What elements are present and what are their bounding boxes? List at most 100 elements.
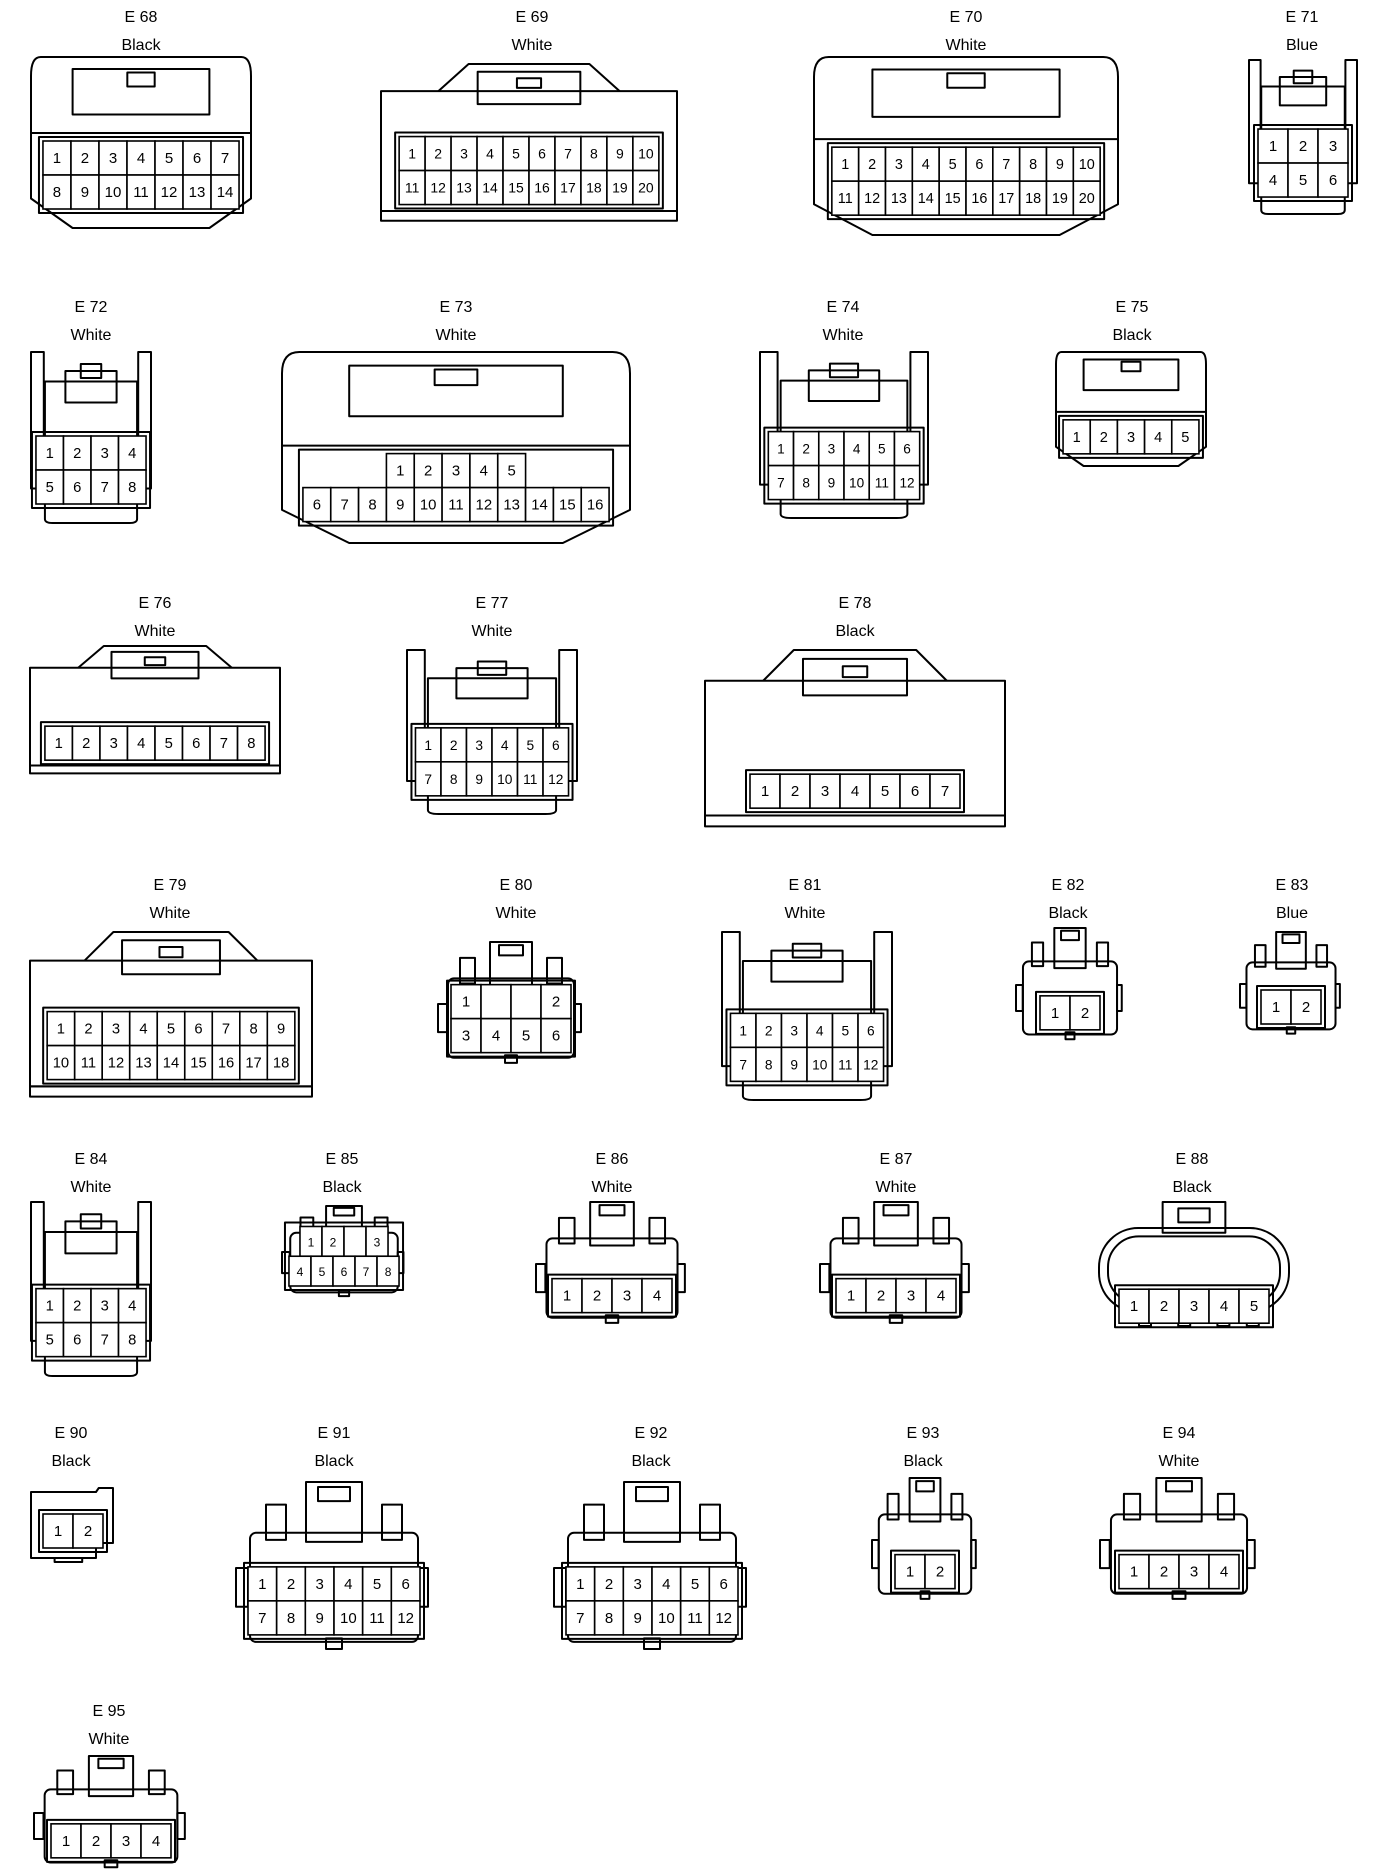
pin-number: 2 <box>73 1299 81 1315</box>
connector-color-e75: Black <box>1112 327 1152 344</box>
pin-number: 1 <box>62 1833 70 1850</box>
pin-cell <box>343 1225 367 1258</box>
pin-number: 10 <box>638 146 654 162</box>
pin-number: 6 <box>193 150 201 167</box>
pin-cell <box>1018 146 1048 182</box>
pin-number: 5 <box>46 1333 54 1349</box>
pin-number: 17 <box>560 180 576 196</box>
pin-cell <box>835 1277 867 1314</box>
pin-cell <box>641 1277 673 1314</box>
pin-number: 1 <box>46 1299 54 1315</box>
pin-cell <box>390 1600 421 1636</box>
pin-number: 11 <box>838 1057 852 1072</box>
pin-cell <box>35 469 65 505</box>
pin-cell <box>552 486 583 523</box>
pin-cell <box>1062 419 1092 455</box>
pin-number: 9 <box>277 1022 285 1038</box>
pin-cell <box>465 761 493 797</box>
connector-id-e94: E 94 <box>1162 1425 1196 1442</box>
pin-cell <box>50 1823 82 1859</box>
pin-cell <box>182 174 212 210</box>
pin-number: 11 <box>838 191 853 207</box>
pin-number: 7 <box>221 150 229 167</box>
pin-number: 3 <box>101 446 109 462</box>
pin-number: 2 <box>1081 1005 1089 1022</box>
pin-cell <box>895 1277 927 1314</box>
pin-number: 2 <box>936 1564 944 1581</box>
pin-number: 11 <box>687 1610 703 1627</box>
connector-color-e73: White <box>435 327 477 344</box>
pin-cell <box>843 430 871 467</box>
pin-cell <box>90 1321 120 1358</box>
pin-cell <box>117 1287 147 1324</box>
pin-cell <box>424 169 452 206</box>
connector-color-e84: White <box>70 1179 112 1196</box>
pin-cell <box>1208 1288 1240 1324</box>
pin-cell <box>580 486 610 523</box>
pin-number: 4 <box>1220 1298 1228 1315</box>
pin-number: 6 <box>903 442 911 457</box>
pin-number: 11 <box>133 184 149 201</box>
pin-cell <box>817 464 845 501</box>
pin-cell <box>542 727 570 763</box>
pin-cell <box>865 1277 897 1314</box>
pin-number: 1 <box>258 1576 266 1593</box>
pin-number: 5 <box>522 1028 530 1045</box>
pin-number: 18 <box>586 180 602 196</box>
pin-cell <box>1238 1288 1270 1324</box>
connector-id-e80: E 80 <box>499 877 533 894</box>
pin-cell <box>528 135 556 172</box>
pin-number: 3 <box>1127 430 1135 446</box>
pin-cell <box>924 1553 956 1590</box>
connector-id-e72: E 72 <box>74 299 108 316</box>
connector-color-e91: Black <box>314 1453 354 1470</box>
connector-id-e86: E 86 <box>595 1151 629 1168</box>
pin-number: 10 <box>53 1056 69 1072</box>
connector-id-e95: E 95 <box>92 1703 126 1720</box>
pin-number: 7 <box>576 1610 584 1627</box>
pin-number: 8 <box>128 480 136 496</box>
pin-number: 4 <box>816 1023 824 1038</box>
pin-cell <box>385 486 416 523</box>
pin-number: 9 <box>790 1057 798 1072</box>
pin-number: 1 <box>761 783 769 800</box>
pin-cell <box>210 140 240 176</box>
pin-cell <box>80 1823 112 1859</box>
pin-number: 6 <box>194 1022 202 1038</box>
pin-cell <box>1018 180 1048 216</box>
connector-id-e75: E 75 <box>1115 299 1149 316</box>
connector-color-e69: White <box>511 37 553 54</box>
pin-cell <box>1143 419 1173 455</box>
pin-cell <box>62 1321 92 1358</box>
pin-number: 6 <box>73 480 81 496</box>
pin-number: 6 <box>401 1576 409 1593</box>
pin-number: 9 <box>475 772 483 787</box>
connector-id-e71: E 71 <box>1285 9 1319 26</box>
pin-number: 4 <box>937 1288 945 1305</box>
pin-cell <box>450 169 478 206</box>
pin-cell <box>1178 1288 1210 1324</box>
pin-number: 4 <box>480 464 488 480</box>
pin-cell <box>516 727 544 763</box>
pin-number: 7 <box>258 1610 266 1627</box>
pin-number: 2 <box>1299 138 1307 155</box>
pin-cell <box>1257 162 1289 198</box>
pin-number: 7 <box>220 736 228 752</box>
pin-cell <box>729 1046 757 1083</box>
pin-number: 13 <box>891 191 907 207</box>
pin-number: 2 <box>424 464 432 480</box>
pin-number: 10 <box>420 498 437 514</box>
pin-number: 12 <box>430 180 446 196</box>
pin-number: 3 <box>821 783 829 800</box>
pin-cell <box>211 1044 241 1081</box>
pin-number: 3 <box>452 464 460 480</box>
